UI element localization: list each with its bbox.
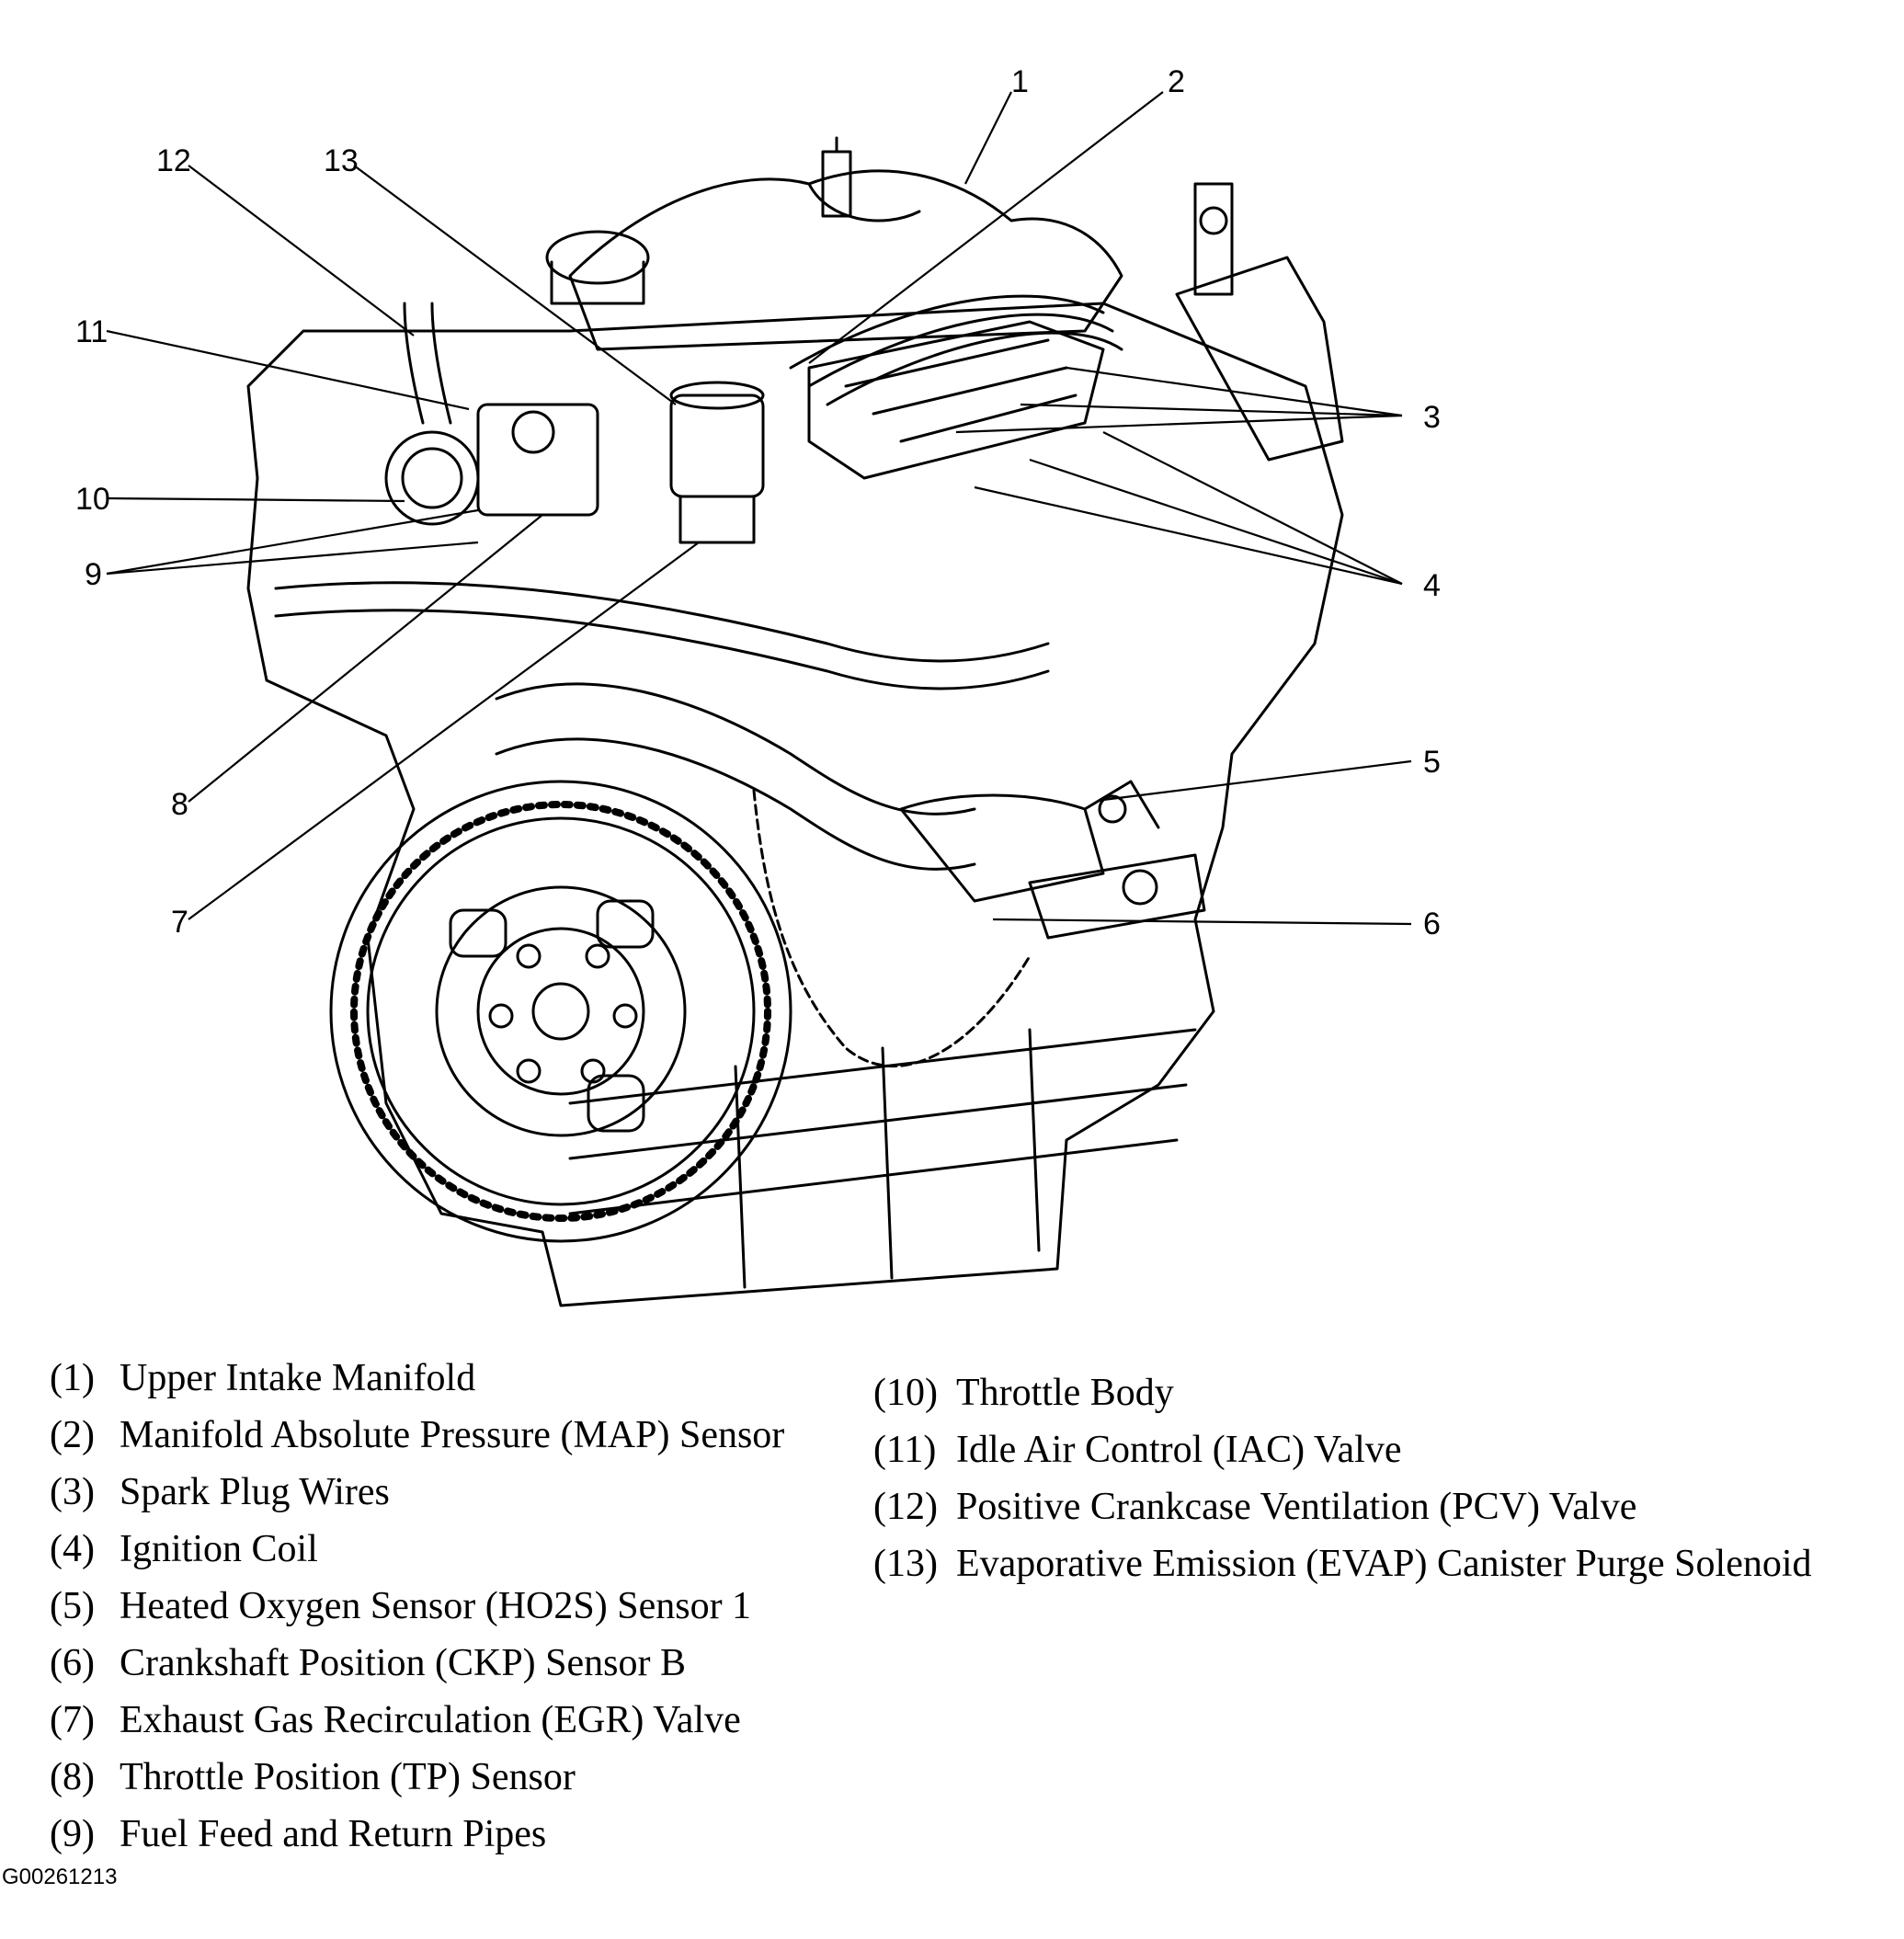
legend-item: (3) Spark Plug Wires bbox=[50, 1464, 784, 1521]
legend-number: (8) bbox=[50, 1756, 95, 1798]
legend-label: Idle Air Control (IAC) Valve bbox=[956, 1429, 1402, 1471]
legend-number: (7) bbox=[50, 1699, 95, 1741]
legend-number: (1) bbox=[50, 1357, 95, 1399]
legend-number: (5) bbox=[50, 1585, 95, 1627]
callout-1: 1 bbox=[1011, 64, 1029, 99]
callout-9: 9 bbox=[85, 557, 102, 592]
legend-number: (13) bbox=[873, 1543, 938, 1585]
leader-lines bbox=[106, 91, 1412, 926]
legend-item: (7) Exhaust Gas Recirculation (EGR) Valve bbox=[50, 1692, 784, 1749]
legend-item: (11) Idle Air Control (IAC) Valve bbox=[873, 1421, 1812, 1478]
legend-item: (9) Fuel Feed and Return Pipes bbox=[50, 1806, 784, 1863]
legend-number: (12) bbox=[873, 1486, 938, 1528]
figure-id: G00261213 bbox=[2, 1865, 118, 1889]
legend-item: (1) Upper Intake Manifold bbox=[50, 1350, 784, 1407]
legend-label: Throttle Position (TP) Sensor bbox=[120, 1756, 576, 1798]
legend-item: (2) Manifold Absolute Pressure (MAP) Sens… bbox=[50, 1407, 784, 1464]
callout-5: 5 bbox=[1423, 745, 1441, 780]
legend-label: Heated Oxygen Sensor (HO2S) Sensor 1 bbox=[120, 1585, 752, 1627]
legend-item: (12) Positive Crankcase Ventilation (PCV)… bbox=[873, 1478, 1812, 1535]
legend-number: (10) bbox=[873, 1372, 938, 1414]
callout-8: 8 bbox=[171, 787, 188, 822]
legend-left: (1) Upper Intake Manifold (2) Manifold Abs… bbox=[50, 1350, 784, 1863]
legend-label: Upper Intake Manifold bbox=[120, 1357, 476, 1399]
callout-10: 10 bbox=[75, 482, 110, 517]
callout-labels: 1 2 3 4 5 6 7 8 9 10 11 12 13 bbox=[75, 64, 1441, 941]
callout-13: 13 bbox=[324, 143, 359, 178]
legend-label: Ignition Coil bbox=[120, 1528, 318, 1570]
engine-drawing bbox=[246, 136, 1344, 1307]
legend-number: (2) bbox=[50, 1414, 95, 1456]
callout-2: 2 bbox=[1168, 64, 1185, 99]
callout-7: 7 bbox=[171, 905, 188, 940]
legend-label: Evaporative Emission (EVAP) Canister Pur… bbox=[956, 1543, 1812, 1585]
legend-item: (8) Throttle Position (TP) Sensor bbox=[50, 1749, 784, 1806]
callout-12: 12 bbox=[156, 143, 191, 178]
legend-label: Positive Crankcase Ventilation (PCV) Val… bbox=[956, 1486, 1637, 1528]
callout-6: 6 bbox=[1423, 907, 1441, 941]
legend-label: Throttle Body bbox=[956, 1372, 1174, 1414]
legend-number: (3) bbox=[50, 1471, 95, 1513]
legend-label: Fuel Feed and Return Pipes bbox=[120, 1813, 547, 1855]
legend-item: (10) Throttle Body bbox=[873, 1364, 1812, 1421]
legend-label: Manifold Absolute Pressure (MAP) Sensor bbox=[120, 1414, 785, 1456]
callout-3: 3 bbox=[1423, 400, 1441, 435]
legend-number: (6) bbox=[50, 1642, 95, 1684]
legend-label: Crankshaft Position (CKP) Sensor B bbox=[120, 1642, 687, 1684]
legend-number: (9) bbox=[50, 1813, 95, 1855]
legend-label: Exhaust Gas Recirculation (EGR) Valve bbox=[120, 1699, 741, 1741]
legend-number: (4) bbox=[50, 1528, 95, 1570]
legend-item: (5) Heated Oxygen Sensor (HO2S) Sensor 1 bbox=[50, 1578, 784, 1635]
callout-11: 11 bbox=[75, 314, 108, 349]
callout-4: 4 bbox=[1423, 568, 1441, 603]
legend-item: (6) Crankshaft Position (CKP) Sensor B bbox=[50, 1635, 784, 1692]
flywheel bbox=[329, 780, 792, 1243]
legend-item: (13) Evaporative Emission (EVAP) Canister… bbox=[873, 1535, 1812, 1592]
legend-number: (11) bbox=[873, 1429, 937, 1471]
legend-right: (10) Throttle Body (11) Idle Air Control (… bbox=[873, 1364, 1812, 1592]
legend-label: Spark Plug Wires bbox=[120, 1471, 390, 1513]
legend-item: (4) Ignition Coil bbox=[50, 1521, 784, 1578]
